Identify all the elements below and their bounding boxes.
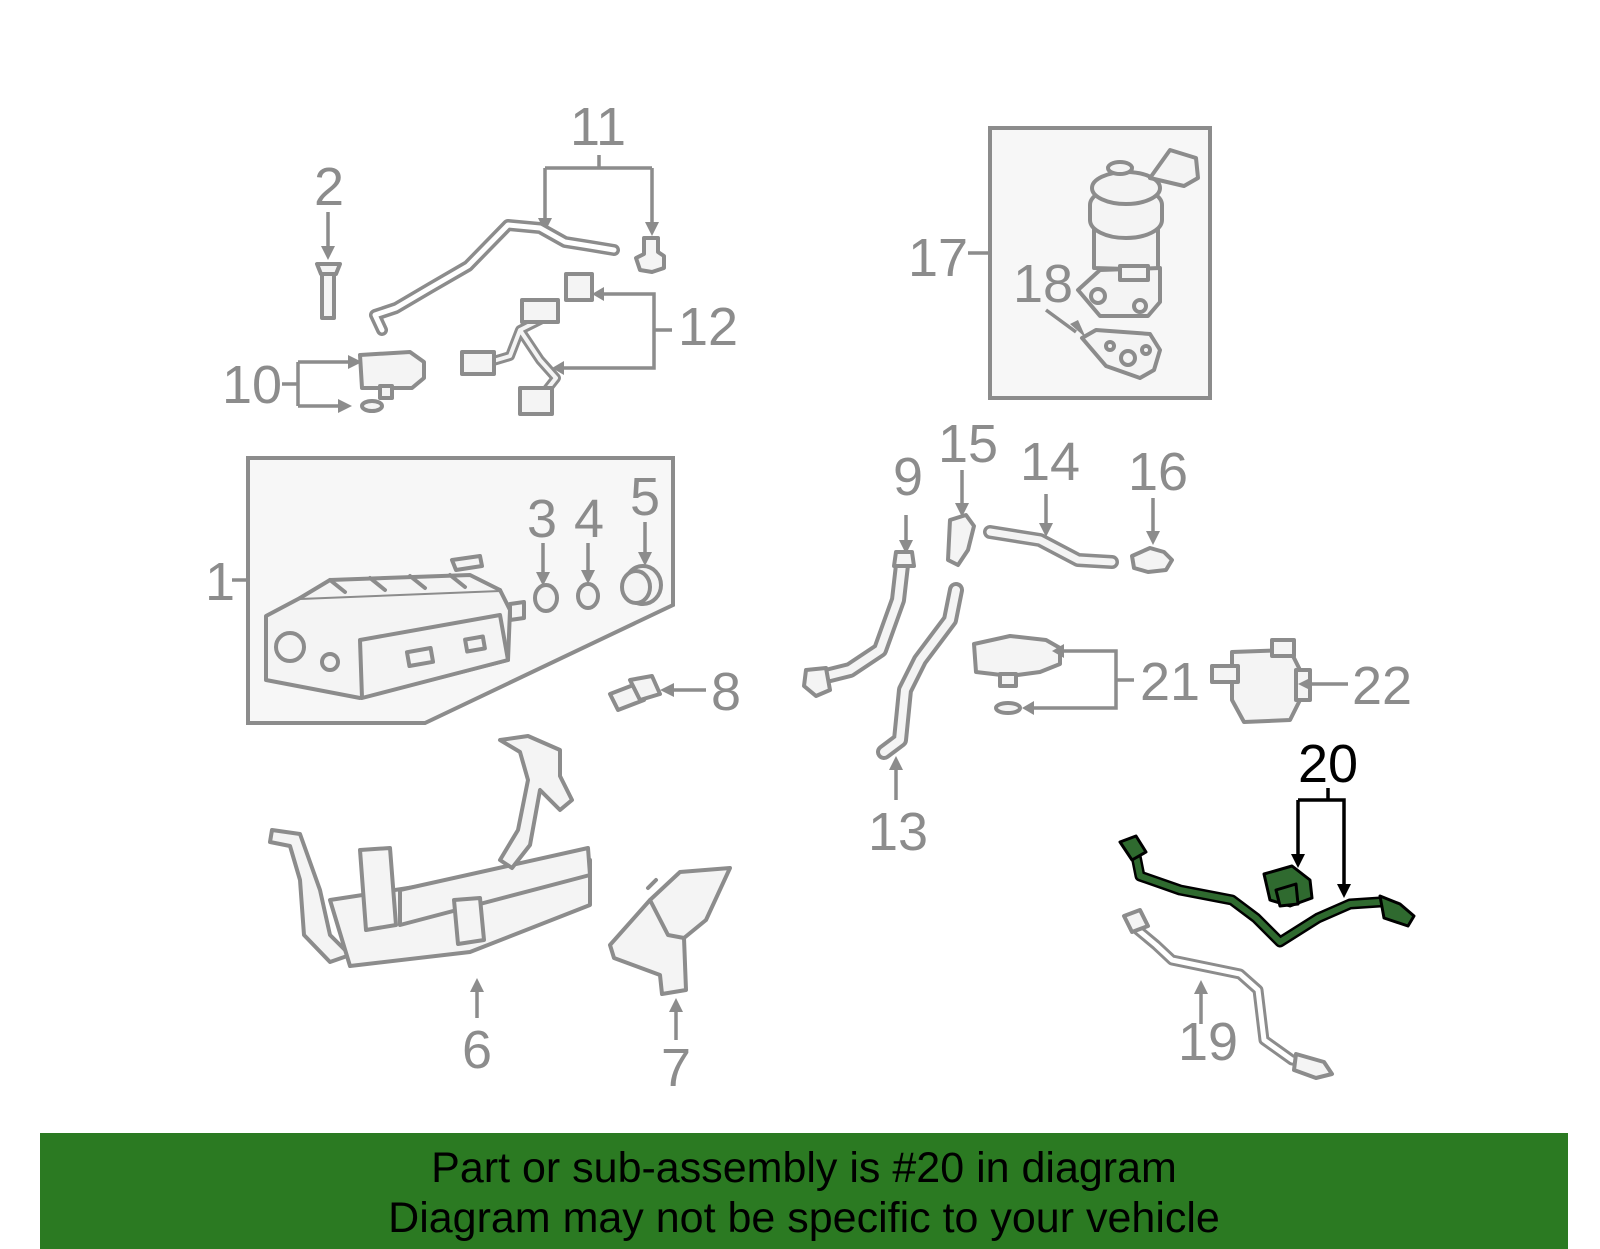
leader-10 (282, 360, 350, 408)
callout-13: 13 (868, 802, 928, 862)
callout-9: 9 (893, 447, 923, 507)
solenoid-22 (1210, 638, 1312, 724)
arrow-18 (1070, 320, 1086, 338)
callout-21: 21 (1140, 652, 1200, 712)
callout-22: 22 (1352, 656, 1412, 716)
callout-12: 12 (678, 297, 738, 357)
arrow-10a (348, 355, 362, 369)
arrow-8 (660, 683, 674, 697)
callout-7: 7 (661, 1038, 691, 1098)
gasket-18 (1080, 328, 1162, 380)
leader-12 (560, 292, 672, 370)
leader-18 (1044, 308, 1078, 334)
arrow-13 (889, 756, 903, 770)
banner-line-2: Diagram may not be specific to your vehi… (388, 1194, 1220, 1242)
banner-line-1: Part or sub-assembly is #20 in diagram (431, 1144, 1177, 1192)
arrow-20b (1337, 884, 1351, 898)
bracket-6 (268, 734, 592, 968)
callout-6: 6 (462, 1020, 492, 1080)
arrow-20a (1291, 854, 1305, 868)
callout-11: 11 (570, 97, 626, 157)
arrow-5 (638, 552, 652, 566)
callout-2: 2 (314, 157, 344, 217)
arrow-6 (470, 978, 484, 992)
arrow-16 (1146, 531, 1160, 545)
pipe-11 (369, 219, 666, 336)
egr-valve-17 (1076, 148, 1200, 318)
hose-9 (802, 550, 916, 698)
harness-12 (460, 272, 594, 416)
callout-18: 18 (1013, 254, 1073, 314)
arrow-12b (552, 361, 564, 375)
arrow-4 (581, 570, 595, 584)
leader-20 (1296, 788, 1346, 888)
callout-17: 17 (908, 228, 968, 288)
callout-10: 10 (222, 355, 282, 415)
arrow-21a (1052, 644, 1064, 658)
callout-15: 15 (938, 414, 998, 474)
clamp-15 (946, 513, 976, 567)
fitting-16 (1130, 546, 1174, 574)
info-banner: Part or sub-assembly is #20 in diagram D… (40, 1133, 1568, 1249)
arrow-11b (645, 222, 659, 236)
arrow-21b (1022, 701, 1034, 715)
arrow-14 (1039, 523, 1053, 537)
arrow-22 (1298, 677, 1312, 691)
arrow-12a (592, 287, 604, 301)
sensor-10 (358, 350, 426, 413)
arrow-10b (338, 399, 352, 413)
arrow-15 (955, 503, 969, 517)
callout-4: 4 (574, 489, 604, 549)
callout-14: 14 (1020, 432, 1080, 492)
arrow-2 (321, 246, 335, 260)
o-ring-4 (576, 582, 600, 610)
callout-19: 19 (1178, 1012, 1238, 1072)
arrow-19 (1194, 980, 1208, 994)
sensor-21 (972, 634, 1062, 715)
oxygen-sensor-19 (1122, 908, 1334, 1080)
hose-13 (876, 582, 964, 760)
callout-3: 3 (527, 489, 557, 549)
bracket-7 (608, 866, 732, 996)
arrow-3 (536, 572, 550, 586)
charcoal-canister (264, 554, 526, 700)
leader-11 (543, 155, 654, 225)
o-ring-3 (533, 583, 559, 613)
callout-1: 1 (205, 552, 235, 612)
callout-8: 8 (711, 662, 741, 722)
callout-16: 16 (1128, 442, 1188, 502)
leader-21 (1030, 649, 1134, 710)
oxygen-sensor-20[interactable] (1118, 834, 1416, 948)
seal-5 (620, 564, 663, 606)
callout-20: 20 (1298, 734, 1358, 794)
arrow-9 (899, 540, 913, 554)
arrow-7 (669, 998, 683, 1012)
hose-14 (983, 525, 1119, 569)
bolt-2 (315, 262, 342, 320)
callout-5: 5 (630, 467, 660, 527)
valve-8 (608, 674, 662, 712)
